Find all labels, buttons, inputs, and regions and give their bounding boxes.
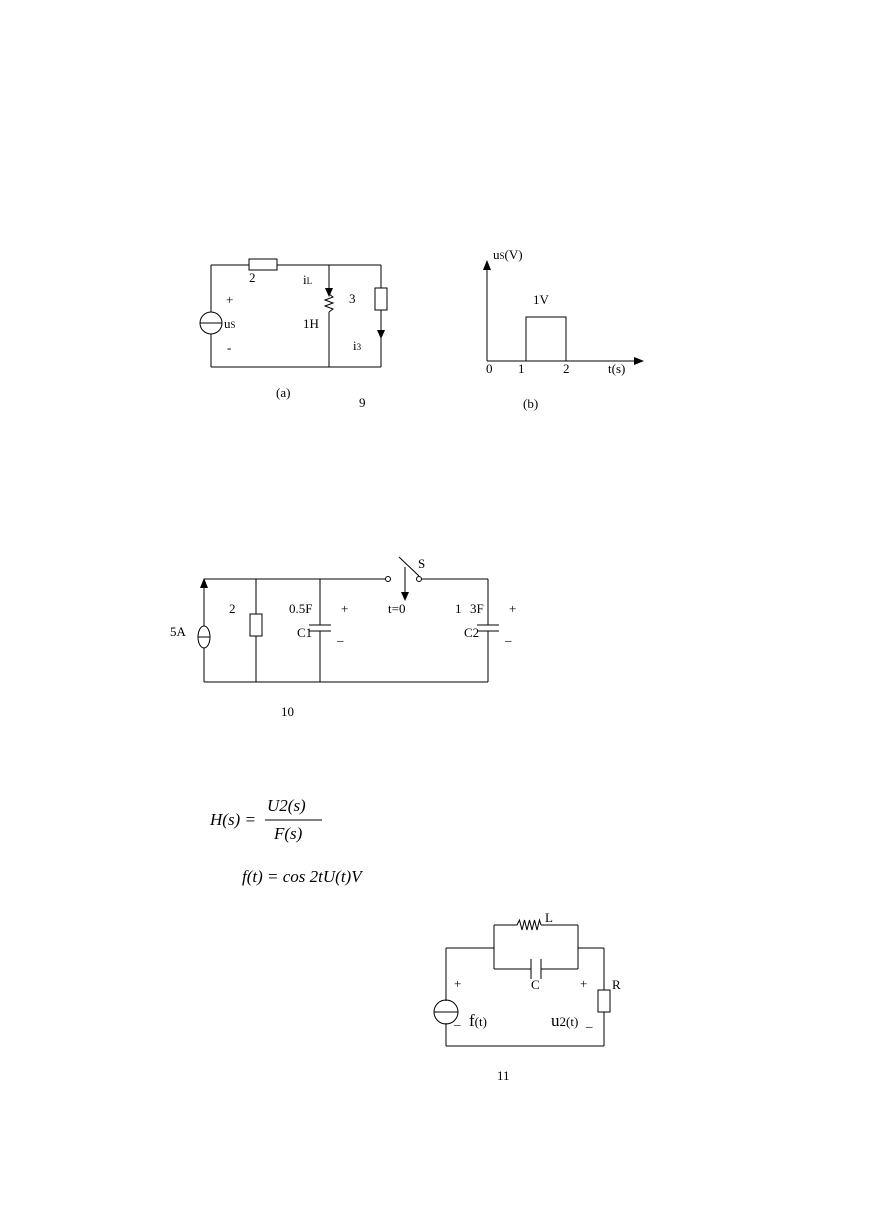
output-u2-label: u2(t)	[551, 1011, 578, 1030]
c1-plus-sign: +	[341, 601, 348, 616]
c2-minus-sign: _	[504, 628, 512, 643]
c1-minus-sign: _	[336, 628, 344, 643]
current-source-5a	[197, 625, 211, 649]
i3-label: i3	[353, 338, 362, 353]
source-minus-sign: _	[453, 1012, 461, 1027]
source-value: 5A	[170, 624, 187, 639]
c1-value: 0.5F	[289, 601, 312, 616]
capacitor-c-label: C	[531, 977, 540, 992]
us-minus-sign: -	[227, 340, 231, 355]
fig10-number: 10	[281, 704, 294, 719]
shunt-resistor-value: 3	[349, 291, 356, 306]
plot-y-label: uS(V)	[493, 247, 523, 262]
tick-label-1: 1	[518, 361, 525, 376]
fig9b-caption: (b)	[523, 396, 538, 411]
fig11-number: 11	[497, 1068, 510, 1083]
plot-x-label: t(s)	[608, 361, 625, 376]
voltage-source-us	[199, 311, 223, 335]
fig9a-caption: (a)	[276, 385, 290, 400]
label-one: 1	[455, 601, 462, 616]
inductor-l-label: L	[545, 910, 553, 925]
series-resistor-value: 2	[249, 270, 256, 285]
x-axis-arrow-icon	[634, 357, 644, 365]
source-plus-sign: +	[454, 976, 461, 991]
c2-value: 3F	[470, 601, 484, 616]
i3-arrow-icon	[377, 330, 385, 339]
transfer-function-equation: H(s) = U2(s) F(s)	[209, 796, 322, 843]
fig11-circuit: L C R + + _ _ f(t) u2(t)	[433, 910, 621, 1047]
switch-s	[385, 556, 422, 601]
fig11-resistor	[597, 989, 611, 1013]
input-signal-equation: f(t) = cos 2tU(t)V	[242, 867, 364, 886]
fig10-resistor	[249, 613, 263, 637]
switch-arrow-icon	[401, 592, 409, 601]
tick-label-2: 2	[563, 361, 570, 376]
c2-name: C2	[464, 625, 479, 640]
inductor-value: 1H	[303, 316, 319, 331]
fig10-circuit: 5A 2 0.5F + C1 _ S t=0 1 3F + C2 _	[170, 556, 516, 683]
il-label: iL	[303, 272, 312, 287]
fig11-wires	[445, 924, 605, 1047]
output-minus-sign: _	[585, 1014, 593, 1029]
capacitor-c1	[309, 624, 331, 632]
us-label: uS	[224, 316, 236, 331]
source-f-label: f(t)	[469, 1011, 487, 1030]
fig10-wires	[203, 578, 489, 683]
current-source-arrow-icon	[200, 578, 208, 588]
fig9-circuit: 2 iL 3 + uS 1H i3 - (a)	[199, 258, 388, 400]
switch-time-label: t=0	[388, 601, 405, 616]
us-plus-sign: +	[226, 292, 233, 307]
fig11-capacitor	[530, 959, 542, 979]
resistor-r-label: R	[612, 977, 621, 992]
pulse-amplitude-label: 1V	[533, 292, 550, 307]
tick-label-0: 0	[486, 361, 493, 376]
switch-label: S	[418, 556, 425, 571]
h-numerator: U2(s)	[267, 796, 306, 815]
series-resistor	[248, 258, 278, 271]
fig9-number: 9	[359, 395, 366, 410]
fig10-resistor-value: 2	[229, 601, 236, 616]
c1-name: C1	[297, 625, 312, 640]
pulse-waveform	[525, 316, 567, 361]
y-axis-arrow-icon	[483, 260, 491, 270]
h-lhs: H(s) =	[209, 810, 256, 829]
il-arrow-icon	[325, 288, 333, 297]
fig11-inductor	[516, 918, 542, 931]
h-denominator: F(s)	[273, 824, 303, 843]
c2-plus-sign: +	[509, 601, 516, 616]
shunt-resistor	[374, 287, 388, 311]
fig9-plot: uS(V) 1V 0 1 2 t(s) (b)	[483, 247, 644, 411]
output-plus-sign: +	[580, 976, 587, 991]
fig11-voltage-source	[433, 999, 459, 1025]
inductor-coil	[323, 293, 335, 313]
capacitor-c2	[477, 624, 499, 632]
